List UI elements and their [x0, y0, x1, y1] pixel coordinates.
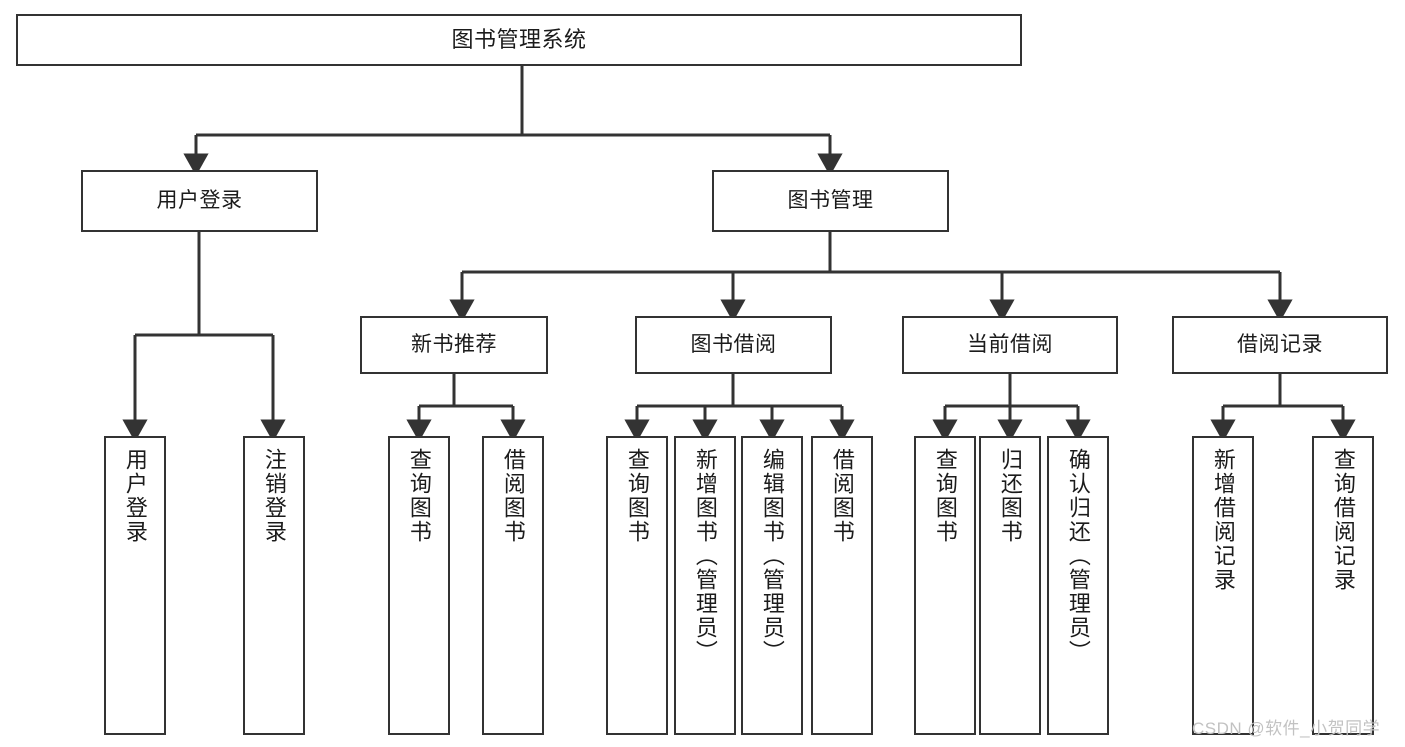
leaf-borrow-book-recommend[interactable]: 借阅图书 — [482, 436, 544, 735]
node-book-management[interactable]: 图书管理 — [712, 170, 949, 232]
leaf-add-book-admin[interactable]: 新增图书（管理员） — [674, 436, 736, 735]
leaf-query-book-current[interactable]: 查询图书 — [914, 436, 976, 735]
watermark: CSDN @软件_小贺同学 — [1192, 719, 1381, 738]
node-label: 图书管理系统 — [451, 27, 587, 53]
leaf-add-borrow-record[interactable]: 新增借阅记录 — [1192, 436, 1254, 735]
leaf-logout[interactable]: 注销登录 — [243, 436, 305, 735]
node-label: 借阅图书 — [500, 448, 526, 544]
node-label: 当前借阅 — [967, 332, 1053, 356]
node-label: 查询图书 — [406, 448, 432, 544]
node-label: 图书管理 — [787, 188, 874, 212]
node-label: 借阅图书 — [829, 448, 855, 544]
node-label: 确认归还（管理员） — [1065, 448, 1091, 664]
leaf-query-borrow-record[interactable]: 查询借阅记录 — [1312, 436, 1374, 735]
node-label: 新书推荐 — [411, 332, 497, 356]
leaf-user-login[interactable]: 用户登录 — [104, 436, 166, 735]
node-label: 用户登录 — [156, 188, 243, 212]
node-label: 查询图书 — [624, 448, 650, 544]
leaf-borrow-book[interactable]: 借阅图书 — [811, 436, 873, 735]
node-label: 查询图书 — [932, 448, 958, 544]
node-label: 查询借阅记录 — [1330, 448, 1356, 592]
node-label: 借阅记录 — [1237, 332, 1323, 356]
leaf-query-book-recommend[interactable]: 查询图书 — [388, 436, 450, 735]
leaf-edit-book-admin[interactable]: 编辑图书（管理员） — [741, 436, 803, 735]
node-root[interactable]: 图书管理系统 — [16, 14, 1022, 66]
node-label: 用户登录 — [122, 448, 148, 544]
node-label: 新增图书（管理员） — [692, 448, 718, 664]
leaf-confirm-return-admin[interactable]: 确认归还（管理员） — [1047, 436, 1109, 735]
leaf-return-book[interactable]: 归还图书 — [979, 436, 1041, 735]
node-label: 图书借阅 — [690, 332, 777, 356]
node-label: 归还图书 — [997, 448, 1023, 544]
leaf-query-book-borrow[interactable]: 查询图书 — [606, 436, 668, 735]
node-new-book-recommend[interactable]: 新书推荐 — [360, 316, 548, 374]
node-user-login[interactable]: 用户登录 — [81, 170, 318, 232]
node-label: 新增借阅记录 — [1210, 448, 1236, 592]
node-borrow-record[interactable]: 借阅记录 — [1172, 316, 1388, 374]
node-label: 编辑图书（管理员） — [759, 448, 785, 664]
node-book-borrow[interactable]: 图书借阅 — [635, 316, 832, 374]
node-label: 注销登录 — [261, 448, 287, 544]
node-current-borrow[interactable]: 当前借阅 — [902, 316, 1118, 374]
